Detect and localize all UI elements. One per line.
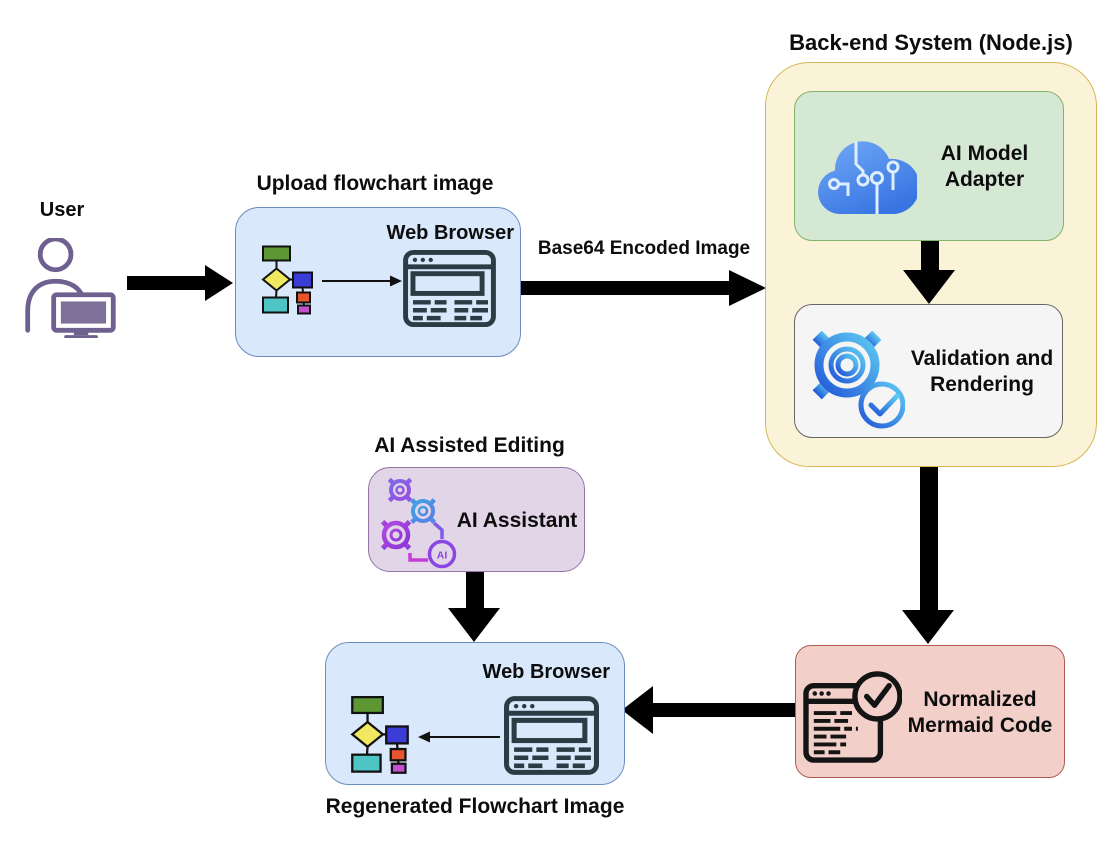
ai-assisted-editing-title: AI Assisted Editing (374, 434, 565, 457)
user-label: User (39, 199, 85, 221)
code-document-check-icon (803, 671, 902, 763)
upload-title: Upload flowchart image (256, 172, 494, 195)
validation-rendering-box: Validation and Rendering (794, 304, 1063, 438)
upload-browser-label: Web Browser (386, 222, 514, 244)
thin-arrow-flowchart-to-browser (322, 275, 402, 287)
arrow-user-to-upload (127, 265, 233, 301)
ai-cloud-icon (818, 141, 917, 214)
mini-flowchart-icon (261, 245, 313, 315)
regenerated-web-browser-box: Web Browser (325, 642, 625, 785)
upload-web-browser-box: Web Browser (235, 207, 521, 357)
ai-model-adapter-label: AI Model Adapter (940, 142, 1029, 191)
mini-flowchart-icon (350, 696, 409, 774)
backend-system-container: AI Model Adapter (765, 62, 1097, 467)
regenerated-browser-label: Web Browser (482, 661, 610, 683)
thin-arrow-browser-to-flowchart (418, 731, 500, 743)
arrow-assistant-to-browser (448, 572, 500, 642)
normalized-mermaid-code-label: Normalized Mermaid Code (907, 687, 1053, 737)
backend-title: Back-end System (Node.js) (789, 30, 1073, 55)
gear-check-icon (805, 323, 905, 429)
browser-window-icon (504, 696, 599, 775)
normalized-mermaid-code-box: Normalized Mermaid Code (795, 645, 1065, 778)
ai-assistant-box: AI AI Assistant (368, 467, 585, 572)
user-person-monitor-icon (25, 238, 116, 338)
arrow-adapter-to-validation (903, 241, 955, 304)
arrow-upload-to-backend (521, 270, 766, 306)
ai-badge-text: AI (437, 550, 448, 562)
validation-rendering-label: Validation and Rendering (910, 347, 1054, 396)
base64-arrow-label: Base64 Encoded Image (537, 238, 751, 259)
browser-window-icon (403, 250, 496, 327)
arrow-mermaid-to-browser (622, 686, 795, 734)
ai-model-adapter-box: AI Model Adapter (794, 91, 1064, 241)
ai-gears-icon: AI (377, 475, 457, 569)
ai-assistant-label: AI Assistant (456, 508, 578, 532)
regenerated-caption: Regenerated Flowchart Image (325, 795, 625, 818)
arrow-backend-to-mermaid (902, 467, 954, 644)
